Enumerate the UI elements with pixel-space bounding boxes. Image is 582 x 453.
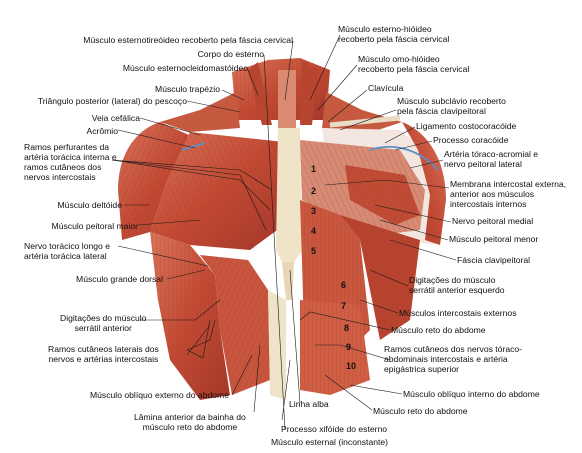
label-ramos-cutaneos-laterais: Ramos cutâneos laterais dos nervos e art… [48, 344, 159, 364]
label-ramos-cutaneos-toraco: Ramos cutâneos dos nervos tóraco- abdomi… [384, 344, 523, 374]
label-toracico-longo: Nervo torácico longo e artéria torácica … [24, 241, 110, 261]
trapezius-left [160, 92, 240, 132]
label-acromio: Acrômio [86, 126, 118, 136]
rib-number-8: 8 [344, 323, 349, 333]
rib-number-4: 4 [311, 226, 316, 236]
leader-lines [111, 34, 457, 431]
label-peitoral-medial: Nervo peitoral medial [452, 216, 534, 226]
label-membrana-intercostal: Membrana intercostal externa, anterior a… [450, 179, 567, 209]
label-digitacoes-serratil: Digitações do músculo serrátil anterior [60, 313, 147, 333]
label-esternal: Músculo esternal (inconstante) [271, 437, 389, 447]
label-obliquo-externo: Músculo oblíquo externo do abdome [89, 390, 229, 400]
neck-region [232, 58, 330, 128]
label-trapezio: Músculo trapézio [155, 84, 220, 94]
label-reto-abdome-2: Músculo reto do abdome [373, 406, 468, 416]
label-digitacoes-serratil-esq: Digitações do músculo serrátil anterior … [409, 275, 505, 295]
label-intercostais-externos: Músculos intercostais externos [399, 308, 517, 318]
left-flank [150, 232, 270, 400]
left-chest-muscles [118, 122, 284, 250]
label-veia-cefalica: Veia cefálica [91, 113, 140, 123]
label-toraco-acromial: Artéria tóraco-acromial e nervo peitoral… [444, 149, 539, 169]
rib-number-7: 7 [341, 301, 346, 311]
label-esternocleidomastoideo: Músculo esternocleidomastóideo [122, 63, 248, 73]
rib-number-5: 5 [311, 246, 316, 256]
rib-number-1: 1 [311, 164, 316, 174]
label-obliquo-interno: Músculo oblíquo interno do abdome [403, 389, 540, 399]
label-grande-dorsal: Músculo grande dorsal [76, 274, 163, 284]
rib-number-9: 9 [346, 342, 351, 352]
rib-number-10: 10 [346, 361, 356, 371]
label-fascia-clavipeitoral: Fáscia clavipeitoral [457, 255, 531, 265]
label-subclavio: Músculo subclávio recoberto pela fáscia … [397, 96, 506, 116]
label-esternotireoideo: Músculo esternotireóideo recoberto pela … [83, 35, 293, 45]
label-omo-hioideo: Músculo omo-hióideo recoberto pela fásci… [358, 54, 470, 74]
label-triangulo-posterior: Triângulo posterior (lateral) do pescoço [37, 96, 187, 106]
label-deltoide: Músculo deltóide [57, 200, 123, 210]
label-corpo-esterno: Corpo do esterno [197, 49, 264, 59]
label-lamina-anterior: Lâmina anterior da bainha do músculo ret… [134, 412, 246, 432]
label-processo-coracoide: Processo coracóide [433, 135, 509, 145]
rib-number-3: 3 [311, 206, 316, 216]
label-peitoral-menor: Músculo peitoral menor [449, 234, 539, 244]
label-processo-xifoide: Processo xifóide do esterno [281, 424, 388, 434]
label-reto-abdome-1: Músculo reto do abdome [391, 325, 486, 335]
rib-numbers: 1 2 3 4 5 6 7 8 9 10 [311, 164, 356, 371]
label-linha-alba: Linha alba [289, 399, 329, 409]
label-ligamento-costocoracoide: Ligamento costocoracóide [416, 121, 517, 131]
label-ramos-perfurantes: Ramos perfurantes da artéria torácica in… [24, 142, 117, 182]
label-clavicula: Clavícula [368, 83, 404, 93]
rib-number-6: 6 [341, 280, 346, 290]
rib-number-2: 2 [311, 186, 316, 196]
label-esterno-hioideo: Músculo esterno-hióideo recoberto pela f… [338, 24, 450, 44]
right-chest-dissection [300, 115, 446, 395]
label-peitoral-maior: Músculo peitoral maior [51, 221, 138, 231]
sternum-region [268, 128, 302, 400]
